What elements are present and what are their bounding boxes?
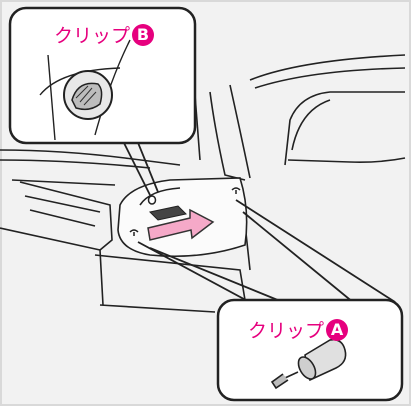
callout-b-badge: B <box>132 24 154 46</box>
clip-b-icon <box>64 71 112 119</box>
callout-box-a <box>218 300 402 400</box>
callout-a-badge: A <box>326 319 348 341</box>
callout-a-text: クリップ <box>248 316 324 343</box>
clip-hole-b <box>149 196 156 204</box>
callout-b-text: クリップ <box>54 21 130 48</box>
callout-a-label: クリップ A <box>248 316 348 343</box>
callout-b-label: クリップ B <box>54 21 154 48</box>
